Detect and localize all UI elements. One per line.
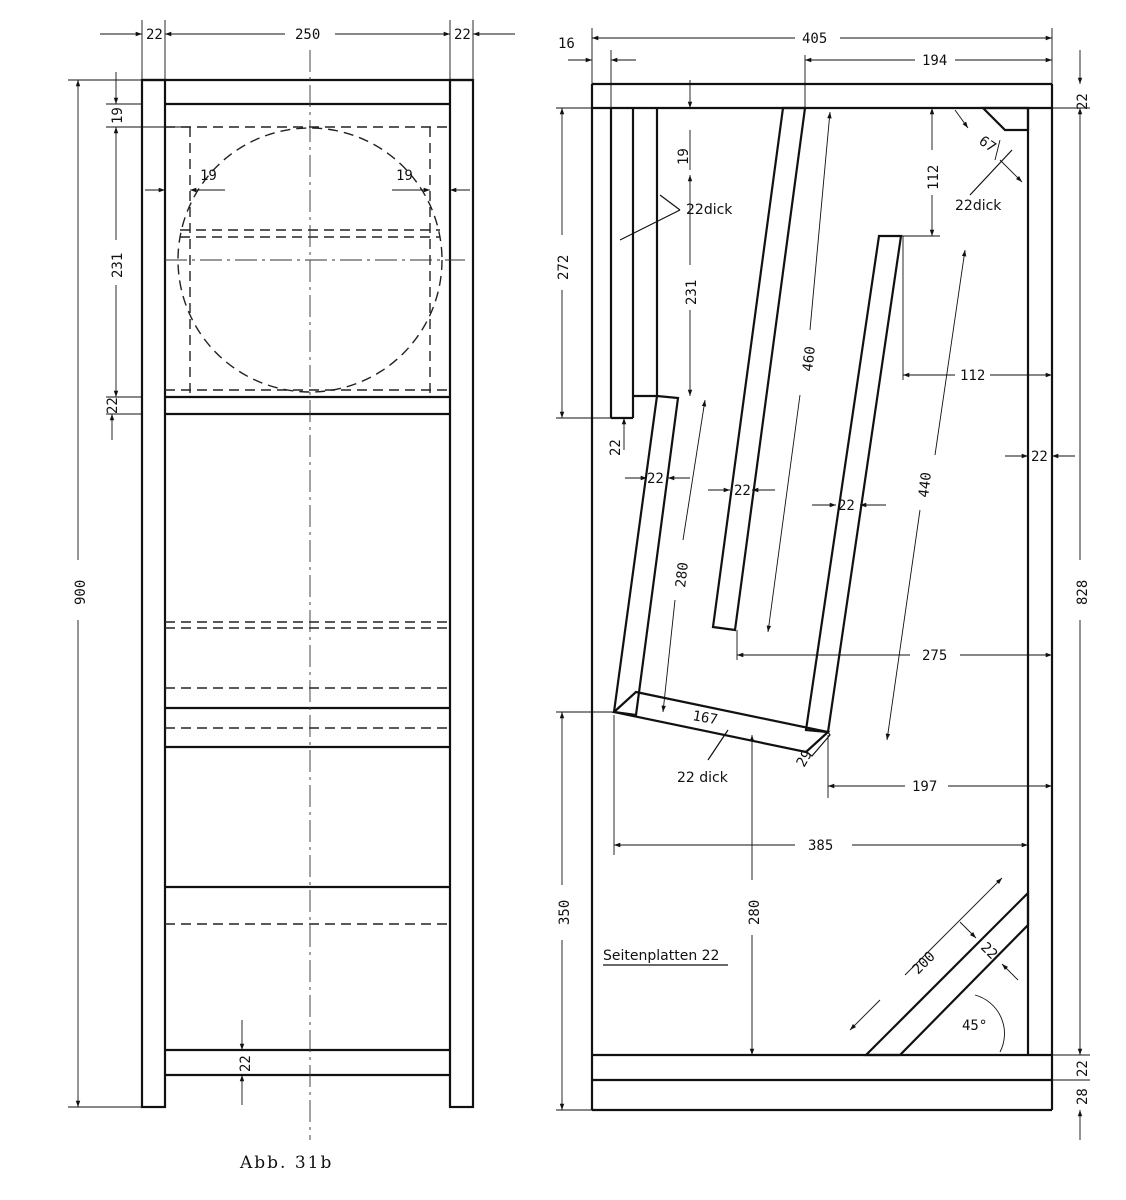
dim-front-inner-width: 250 <box>295 27 320 43</box>
dim-front-right-wall: 22 <box>454 27 471 43</box>
leader-line <box>969 149 1013 196</box>
dim-side-corner-board: 67 <box>976 133 999 156</box>
dim-line-200 <box>904 877 1003 976</box>
dim-side-small-gap: 29 <box>794 747 816 770</box>
dim-side-depth-197: 197 <box>912 779 937 795</box>
dim-side-chamber-height: 231 <box>684 280 700 305</box>
leader-line <box>707 729 729 761</box>
dim-line-440 <box>934 249 967 456</box>
dim-arrow <box>954 109 969 129</box>
dim-line-280 <box>661 599 676 713</box>
dim-side-rear-wall: 22 <box>1031 449 1048 465</box>
note-22dick-upper: 22dick <box>686 202 733 218</box>
dim-side-diag-board: 22 <box>977 940 1000 963</box>
dim-front-left-wall: 22 <box>146 27 163 43</box>
dim-line-460 <box>809 111 832 331</box>
dim-side-corner-gap: 112 <box>926 165 942 190</box>
dim-side-lower-height: 350 <box>557 900 573 925</box>
dim-side-inner-offset: 112 <box>960 368 985 384</box>
dim-side-diag-200: 200 <box>910 949 939 978</box>
dim-side-board-280: 280 <box>673 561 692 588</box>
dim-front-total-height: 900 <box>73 580 89 605</box>
dim-side-chamber-top-gap: 19 <box>676 148 692 165</box>
diagonal-board-200 <box>863 890 1030 1057</box>
dim-side-bottom-board: 22 <box>1075 1060 1091 1077</box>
dim-side-board-167: 167 <box>691 708 719 728</box>
dim-side-board-a: 22 <box>647 471 664 487</box>
front-right-wall <box>448 78 475 1109</box>
board-167 <box>611 690 831 754</box>
dim-side-rear-section: 194 <box>922 53 947 69</box>
board-440 <box>804 234 903 734</box>
dim-line-200 <box>849 999 881 1031</box>
dim-arrow <box>999 159 1023 183</box>
dim-line-460 <box>766 394 801 633</box>
speaker-cutout-circle <box>177 127 443 393</box>
dim-side-total-depth: 405 <box>802 31 827 47</box>
dim-front-bottom-board: 22 <box>238 1055 254 1072</box>
front-left-wall <box>140 78 167 1109</box>
dim-side-depth-385: 385 <box>808 838 833 854</box>
dim-side-depth-275: 275 <box>922 648 947 664</box>
angle-arc <box>974 994 1005 1053</box>
board-460 <box>711 106 807 632</box>
dim-side-board-460: 460 <box>800 345 819 372</box>
note-side-plates: Seitenplatten 22 <box>603 948 719 964</box>
dim-front-inset-right: 19 <box>396 168 413 184</box>
leader-line <box>659 194 681 211</box>
dim-side-board-b: 22 <box>734 483 751 499</box>
dim-arrow <box>1001 963 1019 981</box>
side-view: 16 405 194 22 828 22 28 22 272 19 231 <box>556 28 1091 1140</box>
note-22dick-corner: 22dick <box>955 198 1002 214</box>
dim-front-shelf: 22 <box>105 397 121 414</box>
ext-line <box>994 139 1001 161</box>
dim-side-board-440: 440 <box>916 471 935 498</box>
dim-front-baffle-height: 231 <box>110 253 126 278</box>
dim-front-inset-left: 19 <box>200 168 217 184</box>
dim-front-top-gap: 19 <box>110 107 126 124</box>
dim-side-front-offset: 16 <box>558 36 575 52</box>
dim-side-plinth: 28 <box>1075 1088 1091 1105</box>
dim-arrow <box>959 921 977 939</box>
dim-line-280 <box>682 399 707 541</box>
board-280-left <box>612 394 680 717</box>
corner-board-67 <box>980 106 1030 132</box>
dim-side-inner-height: 828 <box>1075 580 1091 605</box>
figure-caption: Abb. 31b <box>239 1153 333 1173</box>
dim-side-top-board: 22 <box>1075 93 1091 110</box>
leader-line <box>619 209 681 241</box>
board-corner-29 <box>805 731 831 757</box>
dim-side-angle: 45° <box>962 1018 987 1034</box>
dim-line-440 <box>885 509 921 741</box>
dim-side-chamber-board: 22 <box>608 439 624 456</box>
dim-side-lower-280: 280 <box>747 900 763 925</box>
front-view: 22 250 22 900 19 231 22 19 19 22 Abb. 31… <box>68 20 515 1173</box>
dim-side-upper-chamber: 272 <box>556 255 572 280</box>
note-22dick-lower: 22 dick <box>677 770 729 786</box>
dim-side-board-c: 22 <box>838 498 855 514</box>
